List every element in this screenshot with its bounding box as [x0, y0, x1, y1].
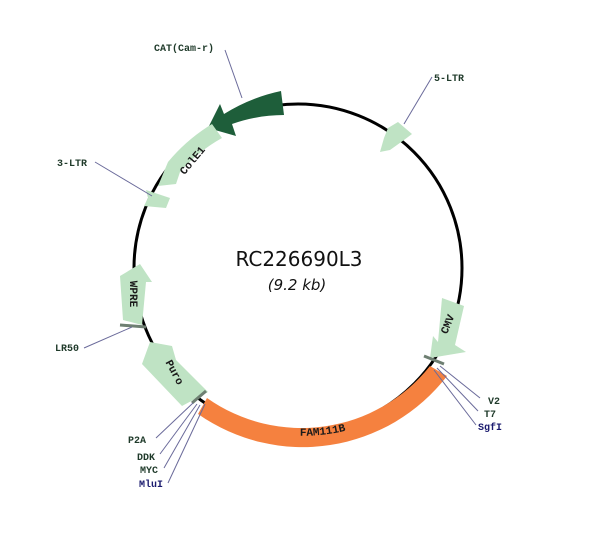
label-5ltr: 5-LTR	[434, 74, 464, 85]
label-ddk: DDK	[137, 453, 155, 464]
label-lr50: LR50	[55, 344, 79, 355]
feature-cole1[interactable]	[158, 124, 222, 186]
marker-p2a	[191, 389, 207, 405]
feature-label-wpre: WPRE	[126, 281, 138, 308]
feature-wpre[interactable]	[120, 264, 152, 325]
label-p2a: P2A	[128, 436, 146, 447]
feature-fam111b[interactable]	[198, 366, 447, 448]
feature-3ltr[interactable]	[144, 190, 170, 208]
label-t7: T7	[484, 410, 496, 421]
leader-lines	[83, 49, 481, 484]
feature-cmv[interactable]	[430, 298, 466, 358]
marker-lr50	[119, 323, 147, 329]
feature-puro[interactable]	[142, 342, 208, 406]
label-myc: MYC	[140, 466, 158, 477]
label-sgfi: SgfI	[478, 422, 502, 434]
marker-v2-t7	[423, 354, 445, 366]
plasmid-name: RC226690L3	[235, 247, 362, 271]
feature-cat[interactable]	[208, 91, 284, 136]
label-3ltr: 3-LTR	[57, 159, 87, 170]
label-cat: CAT(Cam-r)	[154, 43, 214, 55]
label-mlui: MluI	[139, 479, 163, 491]
plasmid-size: (9.2 kb)	[268, 276, 327, 294]
label-v2: V2	[488, 397, 500, 408]
feature-5ltr[interactable]	[380, 122, 412, 152]
